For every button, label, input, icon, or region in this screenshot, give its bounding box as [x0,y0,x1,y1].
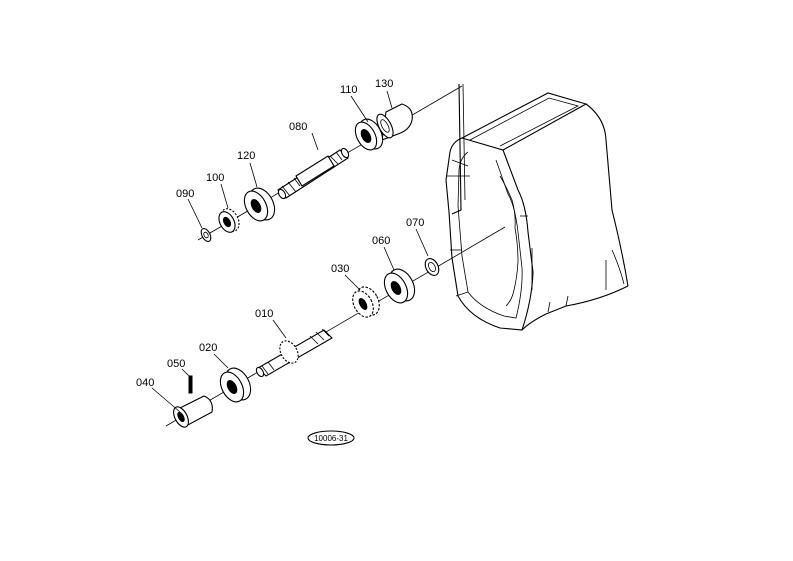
part-020-bearing [219,367,252,403]
reference-code-badge: 10006-31 [307,430,355,446]
label-080: 080 [289,121,307,133]
label-100: 100 [206,172,224,184]
part-100-gear [218,208,240,233]
label-020: 020 [199,342,217,354]
part-030-gear [352,286,380,318]
part-130-bushing [376,103,413,141]
part-050-pin [188,375,193,394]
part-070-washer [424,258,440,276]
label-010: 010 [255,308,273,320]
transmission-housing [445,83,629,331]
label-050: 050 [167,358,185,370]
part-110-bearing [354,118,384,151]
part-010-shaft [255,328,333,378]
label-130: 130 [375,78,393,90]
part-080-shaft [277,147,350,200]
label-110: 110 [340,84,358,96]
label-060: 060 [372,235,390,247]
assembly-axis-lines [165,85,506,427]
reference-code: 10006-31 [314,434,348,443]
leader-lines [151,90,429,413]
part-labels: 110 130 080 120 100 090 070 060 030 010 … [136,78,424,389]
part-060-bearing [383,268,416,304]
part-120-bearing [243,187,276,222]
label-040: 040 [136,377,154,389]
part-090-washer [200,227,212,243]
label-070: 070 [406,217,424,229]
label-030: 030 [331,263,349,275]
part-040-bushing [173,395,213,428]
label-120: 120 [237,150,255,162]
label-090: 090 [176,188,194,200]
